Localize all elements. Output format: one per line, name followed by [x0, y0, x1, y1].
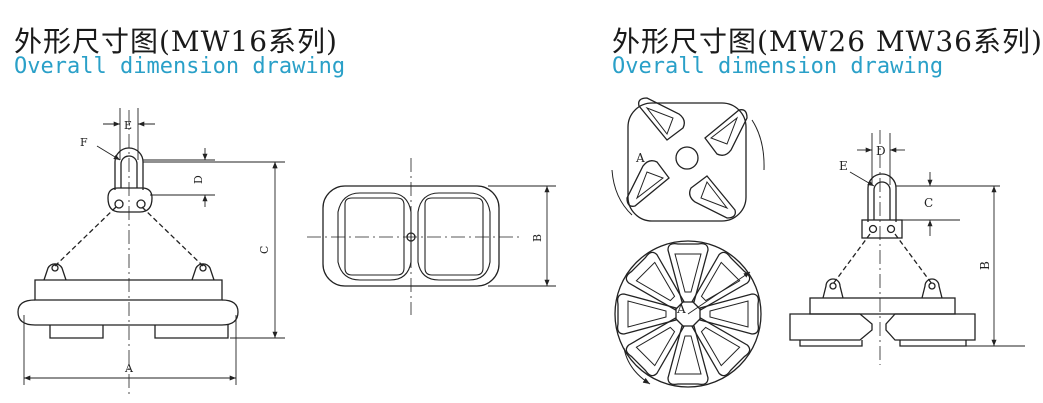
- label-left-B: B: [531, 234, 544, 242]
- label-right-A-bottom: A: [676, 302, 686, 316]
- mw16-bottom-view: [307, 158, 520, 315]
- left-title-zh: 外形尺寸图(MW16系列): [14, 25, 338, 58]
- label-right-B: B: [978, 261, 992, 270]
- label-right-C: C: [924, 196, 933, 210]
- label-right-D: D: [876, 144, 886, 158]
- right-title-zh: 外形尺寸图(MW26 MW36系列): [612, 25, 1043, 58]
- mw16-bottom-dims: [488, 185, 556, 287]
- mw26-top-view: [611, 97, 765, 222]
- label-left-C: C: [258, 246, 271, 254]
- label-right-A-top: A: [635, 151, 645, 165]
- label-left-F: F: [80, 136, 88, 149]
- mw26-dimensions: [849, 133, 1025, 347]
- label-left-D: D: [192, 175, 205, 184]
- mw36-top-view: [614, 240, 762, 388]
- right-title-en: Overall dimension drawing: [612, 54, 944, 79]
- label-left-A: A: [124, 362, 134, 375]
- left-title-en: Overall dimension drawing: [14, 54, 346, 79]
- mw26-side-view: [789, 130, 976, 365]
- mw16-dimensions: [23, 108, 285, 385]
- label-left-E: E: [124, 119, 132, 132]
- mw16-side-view: [17, 110, 239, 395]
- label-right-E: E: [839, 159, 848, 173]
